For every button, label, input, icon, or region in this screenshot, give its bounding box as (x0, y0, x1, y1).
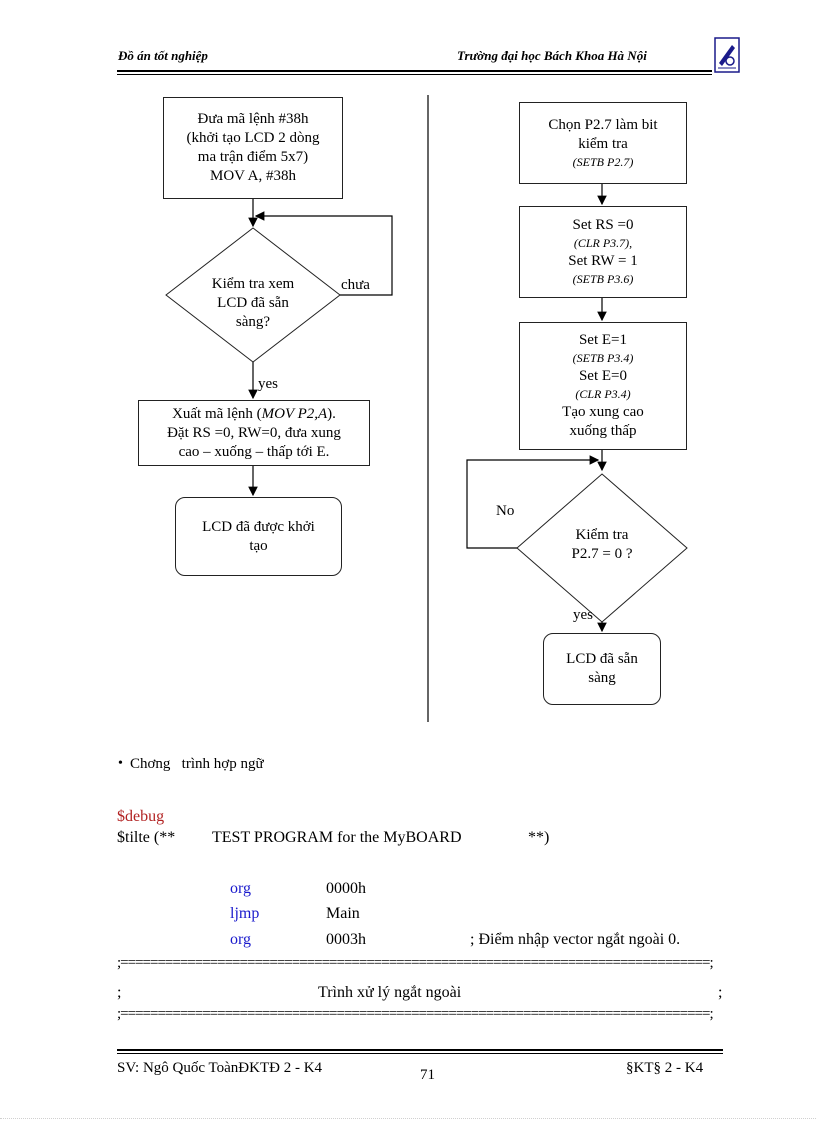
end-lcd-ready: LCD đã sẵn sàng (543, 633, 661, 705)
header-left: Đồ án tốt nghiệp (118, 48, 208, 63)
end-lcd-initialized: LCD đã được khởi tạo (175, 497, 342, 576)
bullet-icon: • (118, 756, 123, 771)
footer-rule (117, 1049, 723, 1051)
section-heading: Chơng trình hợp ngữ (130, 756, 264, 772)
label-yes-left: yes (258, 376, 278, 392)
page-number: 71 (420, 1067, 435, 1083)
decision-p27-zero: Kiểm tra P2.7 = 0 ? (571, 527, 633, 562)
box-line: (khởi tạo LCD 2 dòng (186, 130, 320, 146)
header-rule (117, 70, 712, 72)
university-logo-icon (714, 37, 740, 73)
label-yes-right: yes (573, 607, 593, 623)
box-line: Xuất mã lệnh (MOV P2,A). (172, 405, 336, 422)
label-no-right: No (496, 503, 515, 519)
box-line: MOV A, #38h (210, 168, 296, 184)
box-output-command: Xuất mã lệnh (MOV P2,A). Đặt RS =0, RW=0… (138, 400, 370, 466)
title-directive-a: $tilte (** (117, 829, 176, 846)
code-op: ljmp (230, 905, 260, 922)
isr-right: ; (718, 984, 723, 1001)
title-directive-b: TEST PROGRAM for the MyBOARD (212, 829, 462, 846)
debug-directive: $debug (117, 808, 165, 825)
separator-line: ;=======================================… (117, 955, 714, 971)
code-arg: 0000h (326, 880, 366, 897)
header-rule-thin (117, 74, 712, 75)
box-line: ma trận điểm 5x7) (197, 149, 309, 165)
separator-line: ;=======================================… (117, 1006, 714, 1022)
footer-rule-thin (117, 1053, 723, 1054)
box-set-e: Set E=1 (SETB P3.4) Set E=0 (CLR P3.4) T… (519, 322, 687, 450)
box-line: Đặt RS =0, RW=0, đưa xung (167, 424, 341, 441)
box-set-rs-rw: Set RS =0 (CLR P3.7), Set RW = 1 (SETB P… (519, 206, 687, 298)
flowchart-connectors (165, 95, 688, 722)
box-send-38h: Đưa mã lệnh #38h (khởi tạo LCD 2 dòng ma… (163, 97, 343, 199)
code-op: org (230, 880, 252, 897)
label-not-yet: chưa (341, 277, 370, 293)
box-line: cao – xuống – thấp tới E. (178, 443, 330, 460)
box-select-p27: Chọn P2.7 làm bit kiểm tra (SETB P2.7) (519, 102, 687, 184)
code-arg: 0003h (326, 931, 366, 948)
isr-left: ; (117, 984, 122, 1001)
footer-right: §KT§ 2 - K4 (626, 1060, 704, 1076)
code-arg: Main (326, 905, 360, 922)
code-op: org (230, 931, 252, 948)
footer-left: SV: Ngô Quốc ToànĐKTĐ 2 - K4 (117, 1060, 323, 1076)
decision-lcd-ready: Kiểm tra xem LCD đã sẵn sàng? (211, 276, 295, 330)
header-right: Trường đại học Bách Khoa Hà Nội (457, 48, 647, 63)
isr-title: Trình xử lý ngắt ngoài (318, 984, 462, 1001)
page-edge (0, 1118, 816, 1119)
code-comment: ; Điểm nhập vector ngắt ngoài 0. (470, 931, 681, 948)
title-directive-c: **) (528, 829, 550, 846)
box-line: Đưa mã lệnh #38h (197, 111, 309, 127)
